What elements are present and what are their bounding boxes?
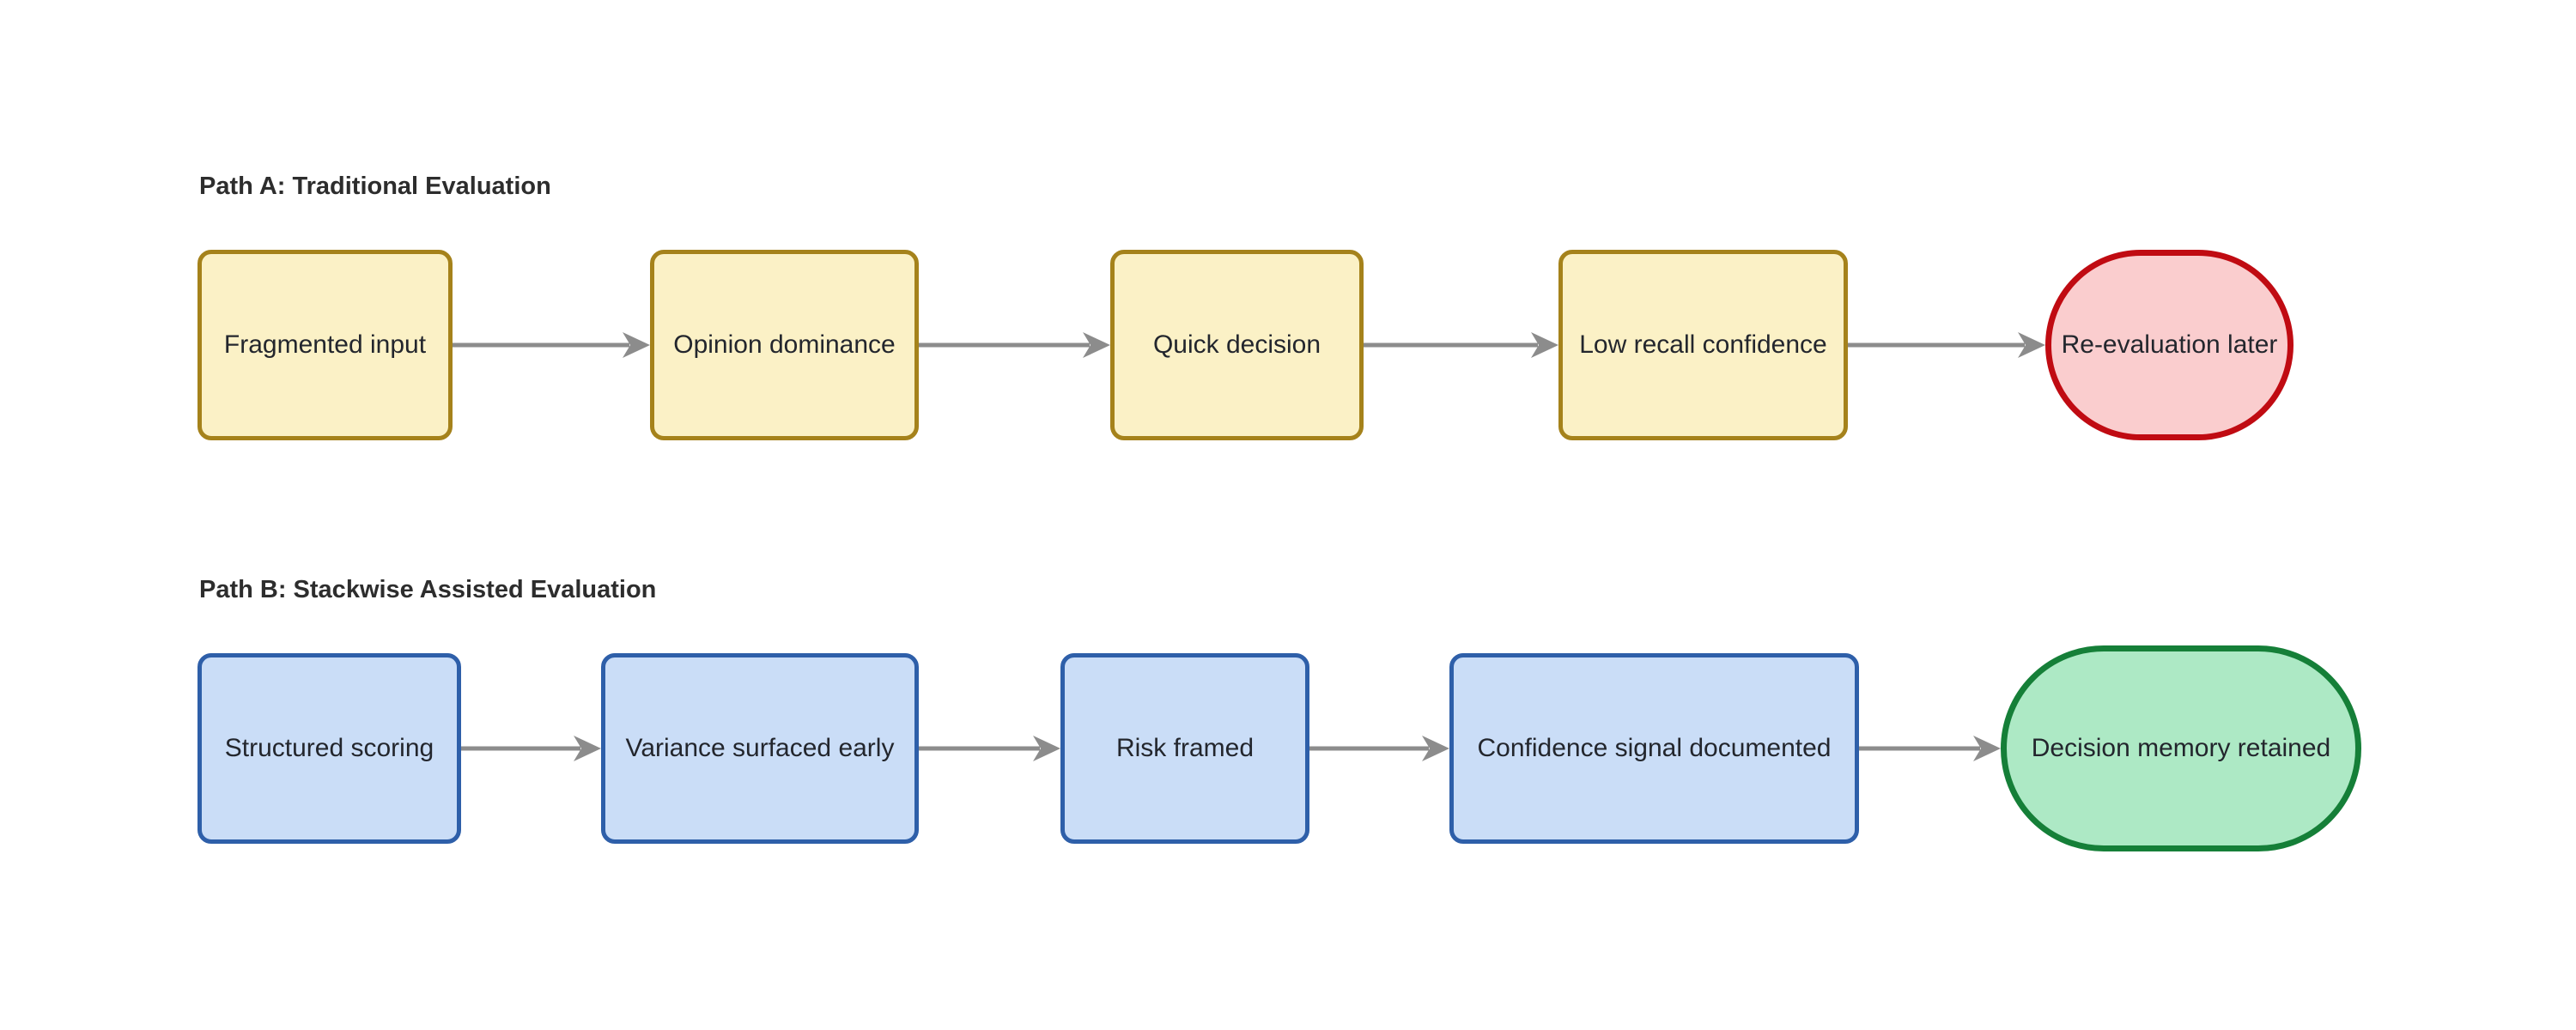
flow-node-stadium: Decision memory retained <box>2001 645 2361 851</box>
flow-node-rect: Confidence signal documented <box>1449 653 1859 844</box>
path-a-title: Path A: Traditional Evaluation <box>199 173 551 200</box>
node-label: Low recall confidence <box>1579 330 1827 360</box>
flow-node-rect: Opinion dominance <box>650 250 919 440</box>
path-b-title: Path B: Stackwise Assisted Evaluation <box>199 576 657 603</box>
node-label: Variance surfaced early <box>625 734 895 763</box>
flow-arrow-icon <box>919 326 1110 364</box>
node-label: Re-evaluation later <box>2061 330 2278 360</box>
flow-node-rect: Risk framed <box>1060 653 1309 844</box>
node-label: Confidence signal documented <box>1477 734 1832 763</box>
flow-node-stadium: Re-evaluation later <box>2045 250 2293 440</box>
flow-node-rect: Structured scoring <box>197 653 461 844</box>
flow-arrow-icon <box>919 730 1060 767</box>
flow-arrow-icon <box>1848 326 2045 364</box>
node-label: Structured scoring <box>224 734 434 763</box>
node-label: Quick decision <box>1152 330 1321 360</box>
flow-arrow-icon <box>1859 730 2001 767</box>
node-label: Fragmented input <box>223 330 427 360</box>
flow-arrow-icon <box>1309 730 1449 767</box>
flow-arrow-icon <box>1364 326 1558 364</box>
flow-arrow-icon <box>461 730 601 767</box>
flow-arrow-icon <box>453 326 650 364</box>
flow-node-rect: Low recall confidence <box>1558 250 1848 440</box>
node-label: Decision memory retained <box>2031 734 2331 763</box>
node-label: Risk framed <box>1115 734 1255 763</box>
flow-node-rect: Variance surfaced early <box>601 653 919 844</box>
node-label: Opinion dominance <box>673 330 896 360</box>
flow-node-rect: Quick decision <box>1110 250 1364 440</box>
flow-node-rect: Fragmented input <box>197 250 453 440</box>
